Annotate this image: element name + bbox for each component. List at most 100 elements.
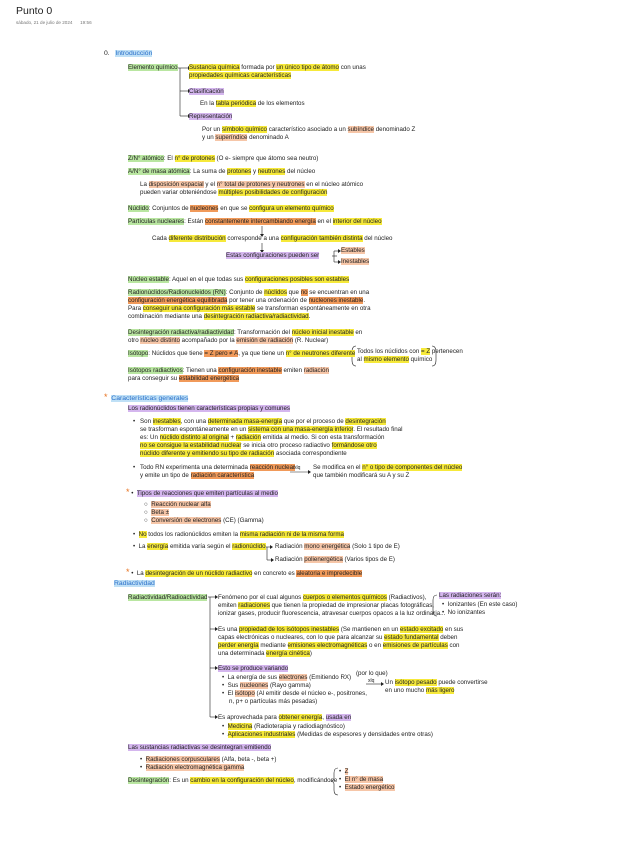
txt: La [140, 181, 149, 188]
hl: subíndice [347, 126, 374, 133]
hl: cambio en la configuración del núcleo [190, 777, 294, 784]
b3-item1: ○ Reacción nuclear alfa [144, 501, 211, 508]
hl: energía cinética [266, 650, 310, 657]
desintegracion-line1: Desintegración radiactiva/radiactividad:… [128, 329, 362, 337]
txt: pueden variar obteniéndose [140, 189, 219, 196]
prop-line4: una determinada energía cinética) [218, 650, 312, 658]
section-title: Radiactividad [114, 580, 155, 587]
radiaciones-box-item2: • No ionizantes [442, 609, 486, 616]
elemento-def-line1: Sustancia química formada por un único t… [189, 64, 366, 72]
z-definition: Z/N° atómico: El n° de protones (O e- si… [128, 155, 318, 163]
hl: núclido diferente y emitiendo su tipo de… [140, 450, 275, 457]
variando-item3: • El isótopo (Al emitir desde el núcleo … [222, 690, 367, 697]
hl: desintegración [345, 418, 386, 425]
sustancias-title: Las sustancias radiactivas se desintegra… [128, 744, 272, 752]
hl: configuraciones posibles son estables [244, 276, 350, 283]
txt: . [363, 297, 366, 304]
desintegracion-line2: otro núcleo distinto acompañado por la e… [128, 337, 328, 345]
hl: usada en [325, 714, 352, 721]
hl: n° total de protones y neutrones [216, 181, 305, 188]
radiactividad-label: Radiactividad/Radioactividad [128, 594, 208, 602]
hl: símbolo químico [221, 126, 268, 133]
txt: asociada correspondiente [274, 450, 347, 457]
sustancias-item1: • Radiaciones corpusculares (Alfa, beta … [140, 756, 277, 763]
txt: se trasforman espontáneamente en un [140, 426, 249, 433]
txt: o en [367, 642, 383, 649]
desintegracion-final: Desintegración: Es un cambio en la confi… [128, 777, 337, 785]
variando-title: Esto se produce variando [218, 665, 289, 673]
variando-item3-cont: n, p+ o partículas más pesadas) [229, 698, 318, 705]
txt: se transforman espontáneamente en otra [255, 305, 371, 312]
hl: Tipos de reacciones que emiten partícula… [136, 490, 278, 497]
txt: característico asociado a un [267, 126, 348, 133]
txt: No ionizantes [447, 609, 486, 616]
txt: que tienen la propiedad de impresionar p… [269, 602, 435, 609]
xlq-label: xlq [368, 678, 375, 684]
hl: Aplicaciones industriales [227, 731, 296, 738]
hl: disposición espacial [148, 181, 204, 188]
txt: (Alfa, beta -, beta +) [219, 756, 277, 763]
hl: aleatoria e impredecible [296, 570, 363, 577]
txt: es: Un [140, 434, 160, 441]
hl: Esto se produce variando [218, 665, 289, 672]
hl: = Z [420, 348, 431, 355]
hl: radiación [303, 367, 329, 374]
hl: Las sustancias radiactivas se desintegra… [128, 744, 272, 751]
term: Isótopo [128, 350, 149, 357]
hl: n° de neutrones diferente [285, 350, 356, 357]
txt: ± [165, 509, 170, 516]
rad-line3: ionizar gases, producir fluorescencia, a… [218, 610, 446, 617]
txt: y el [203, 181, 217, 188]
star-icon: * [126, 487, 130, 497]
txt: emiten [281, 367, 304, 374]
isotopo-definition: Isótopo: Núclidos que tiene = Z pero ≠ A… [128, 350, 356, 358]
rn-line4: combinación mediante una desintegración … [128, 313, 310, 321]
txt: capas electrónicas o nucleares, con lo q… [218, 634, 385, 641]
txt: La energía de sus [227, 674, 279, 681]
hl: conseguir una configuración más estable [142, 305, 256, 312]
txt: con unas [338, 64, 366, 71]
txt: una determinada [218, 650, 267, 657]
clasificacion-label: Clasificación [189, 88, 224, 96]
txt: (Varios tipos de E) [342, 556, 395, 563]
hl: nucleones [240, 682, 269, 689]
bullet-icon: • [133, 418, 136, 425]
bullet-icon: • [133, 464, 136, 471]
hl: Sustancia química [189, 64, 240, 71]
hl: Estas configuraciones pueden ser [226, 252, 320, 259]
txt: El [227, 690, 235, 697]
variando-item1: • La energía de sus electrones (Emitiend… [222, 674, 352, 681]
txt: : La suma de [189, 168, 228, 175]
desf-item2: • El n° de masa [339, 776, 384, 783]
hl: nucleones inestable [308, 297, 364, 304]
section-introduccion: 0. Introducción [104, 50, 153, 59]
hl: reacción nuclear [249, 464, 296, 471]
hl: núclidos [264, 289, 287, 296]
term: Núcleo estable [128, 276, 169, 283]
hl: inestables [152, 418, 181, 425]
txt: (Solo 1 tipo de E) [350, 543, 400, 550]
hl: no [300, 289, 308, 296]
txt: (Medidas de espesores y densidades entre… [295, 731, 433, 738]
hl: estabilidad energética [178, 375, 240, 382]
txt: . [308, 313, 311, 320]
hl: Radiaciones corpusculares [145, 756, 220, 763]
rn-line2: configuración energética equilibrada por… [128, 297, 365, 305]
txt: : Están [184, 218, 206, 225]
b2-result-line2: que también modificará su A y su Z [313, 472, 410, 479]
representacion-line1: Por un símbolo químico característico as… [202, 126, 415, 134]
disposicion-line1: La disposición espacial y el n° total de… [140, 181, 363, 189]
txt: En la [200, 100, 216, 107]
hl: configuración también distinta [280, 235, 363, 242]
isotopo-note-line2: al mismo elemento químico [357, 356, 432, 364]
txt: (Emitiendo RX) [307, 674, 352, 681]
hl: emisiones de partículas [382, 642, 448, 649]
txt: formada por [239, 64, 277, 71]
star-icon: * [126, 567, 130, 577]
hl: Estables [341, 247, 365, 254]
txt: y [251, 168, 258, 175]
hl: Reacción nuclear alfa [151, 501, 211, 508]
txt: Radiación [275, 543, 305, 550]
hl: sistema con una masa-energía inferior [248, 426, 354, 433]
b3-item3: ○ Conversión de electrones (CE) (Gamma) [144, 517, 264, 524]
